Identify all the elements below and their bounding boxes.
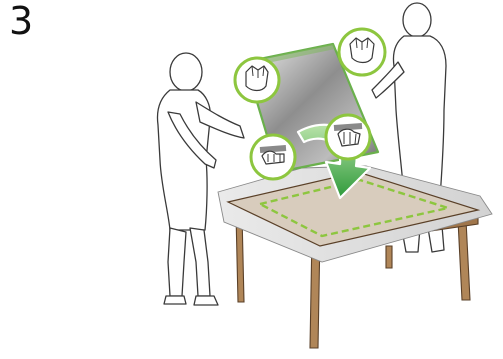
table-leg-back-right xyxy=(386,246,392,268)
hand-grip-top-left-icon xyxy=(235,58,279,102)
table-leg-right xyxy=(458,220,470,300)
hand-grip-top-right-icon xyxy=(339,29,385,75)
hand-grip-bottom-left-icon xyxy=(251,135,295,179)
table xyxy=(218,166,492,348)
hand-grip-bottom-right-icon xyxy=(326,115,370,159)
person-left xyxy=(158,53,245,305)
